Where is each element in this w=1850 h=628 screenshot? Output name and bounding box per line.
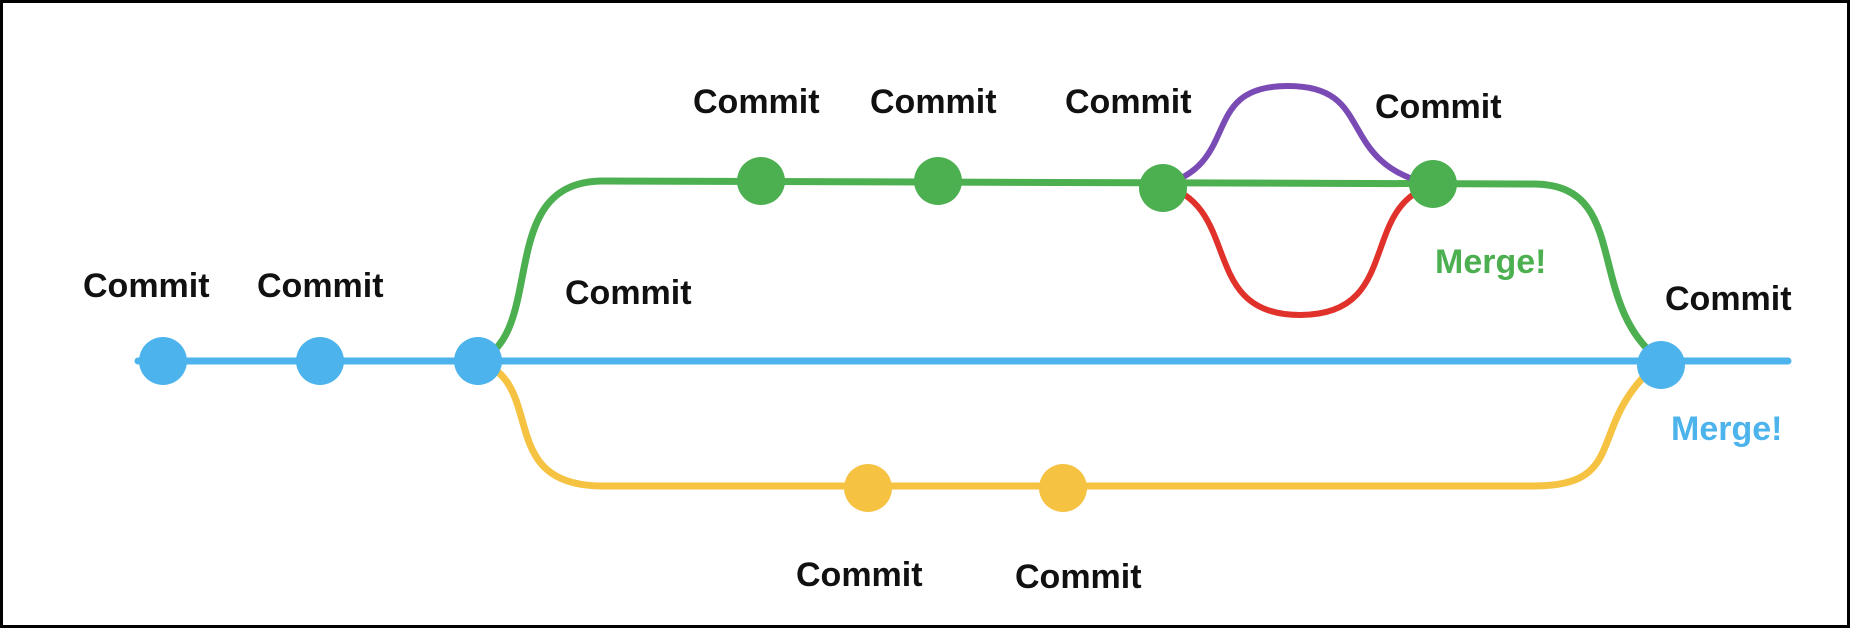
commit-nodes — [139, 157, 1685, 512]
diagram-svg: Commit Commit Commit Commit Commit Commi… — [83, 82, 1792, 596]
purple-sub-branch-line — [1160, 82, 1436, 188]
commit-label-feature-1: Commit — [693, 83, 820, 121]
merge-label-main: Merge! — [1671, 410, 1782, 448]
hotfix-branch-line — [474, 357, 1665, 490]
commit-label-feature-3: Commit — [1065, 83, 1192, 121]
commit-label-main-1: Commit — [83, 267, 210, 305]
commit-node-hotfix-1 — [844, 464, 892, 512]
git-branching-diagram: Commit Commit Commit Commit Commit Commi… — [3, 3, 1847, 625]
merge-labels: Merge! Merge! — [1435, 243, 1782, 448]
commit-label-feature-4: Commit — [1375, 88, 1502, 126]
commit-label-hotfix-1: Commit — [796, 556, 923, 594]
commit-label-hotfix-2: Commit — [1015, 558, 1142, 596]
commit-node-main-2 — [296, 337, 344, 385]
commit-node-main-4 — [1637, 341, 1685, 389]
commit-node-feature-2 — [914, 157, 962, 205]
commit-label-main-3: Commit — [565, 274, 692, 312]
commit-node-main-3 — [454, 337, 502, 385]
commit-labels: Commit Commit Commit Commit Commit Commi… — [83, 83, 1792, 596]
branch-lines — [134, 82, 1792, 490]
commit-node-main-1 — [139, 337, 187, 385]
commit-node-feature-3 — [1139, 164, 1187, 212]
commit-label-main-4: Commit — [1665, 280, 1792, 318]
commit-node-feature-4 — [1409, 160, 1457, 208]
commit-node-hotfix-2 — [1039, 464, 1087, 512]
red-sub-branch-line — [1160, 182, 1436, 319]
commit-label-feature-2: Commit — [870, 83, 997, 121]
commit-node-feature-1 — [737, 157, 785, 205]
feature-branch-line — [474, 177, 1665, 365]
commit-label-main-2: Commit — [257, 267, 384, 305]
merge-label-feature: Merge! — [1435, 243, 1546, 281]
